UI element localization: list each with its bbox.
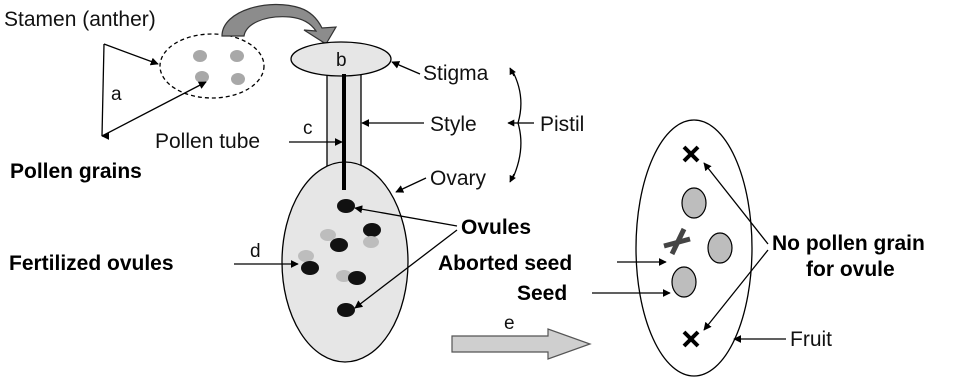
pollen-grain xyxy=(231,73,245,85)
pollen-grain xyxy=(230,50,244,62)
seed xyxy=(672,267,696,297)
stamen-label: Stamen (anther) xyxy=(4,8,156,31)
seed xyxy=(708,233,732,263)
ovule xyxy=(298,250,314,262)
ovule xyxy=(337,303,355,317)
fertilized-ovules-label: Fertilized ovules xyxy=(9,252,174,275)
ovule xyxy=(320,229,336,241)
pistil xyxy=(282,42,408,362)
pollen-tube-label: Pollen tube xyxy=(155,130,260,153)
ovule xyxy=(301,261,319,275)
ovule xyxy=(363,223,381,237)
letter-a: a xyxy=(111,84,122,105)
fruit xyxy=(636,120,752,376)
letter-c: c xyxy=(303,118,313,139)
pollen-grain xyxy=(195,71,209,83)
fruit-label: Fruit xyxy=(790,328,832,351)
development-arrow xyxy=(452,329,590,359)
pollen-grains-label: Pollen grains xyxy=(10,160,142,183)
anther xyxy=(160,34,264,98)
pistil-label: Pistil xyxy=(540,113,584,136)
ovule xyxy=(330,238,348,252)
ovules-label: Ovules xyxy=(461,216,531,239)
seed xyxy=(682,188,706,218)
stigma-label: Stigma xyxy=(423,62,489,85)
seed-label: Seed xyxy=(517,282,567,305)
ovary-label: Ovary xyxy=(430,167,487,190)
pollen-grain xyxy=(193,50,207,62)
letter-e: e xyxy=(504,313,515,334)
ovule xyxy=(348,271,366,285)
ovary xyxy=(282,162,408,362)
aborted-seed-label: Aborted seed xyxy=(438,252,572,275)
style-label: Style xyxy=(430,113,477,136)
no-pollen-label-line1: No pollen grain xyxy=(772,232,925,255)
ovule xyxy=(363,236,379,248)
letter-b: b xyxy=(336,50,347,71)
no-pollen-label-line2: for ovule xyxy=(806,258,895,281)
letter-d: d xyxy=(250,241,261,262)
ovule xyxy=(337,199,355,213)
